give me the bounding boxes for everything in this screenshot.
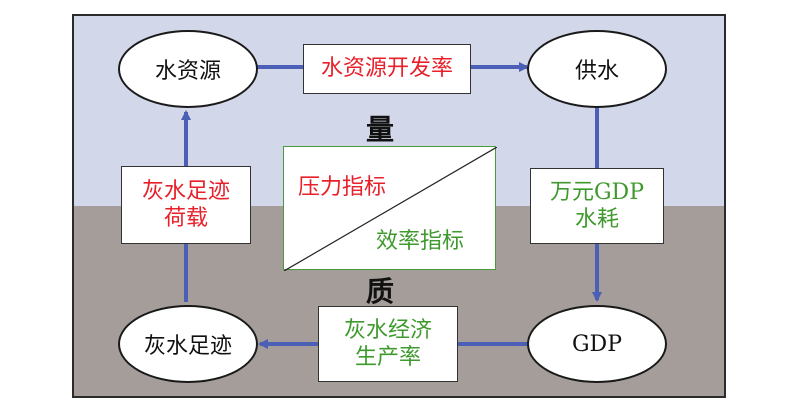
- box-development-rate-label: 水资源开发率: [320, 56, 453, 82]
- legend-divider: [284, 147, 497, 271]
- box-load: 灰水足迹 荷载: [121, 166, 251, 244]
- node-water-resources: 水资源: [118, 30, 258, 108]
- indicator-legend: 压力指标 效率指标: [283, 146, 497, 271]
- box-production-line1: 灰水经济: [343, 317, 432, 343]
- box-production-line2: 生产率: [354, 345, 421, 370]
- legend-efficiency-label: 效率指标: [376, 229, 465, 254]
- node-water-supply-label: 供水: [574, 59, 619, 84]
- box-water-use-line2: 水耗: [574, 207, 619, 232]
- region-quality-label: 质: [366, 275, 395, 308]
- box-development-rate: 水资源开发率: [303, 44, 471, 94]
- node-gdp: GDP: [527, 305, 667, 383]
- box-water-use-line1: 万元GDP: [549, 179, 645, 205]
- legend-pressure-label: 压力指标: [298, 175, 387, 200]
- box-load-line2: 荷载: [163, 206, 208, 231]
- node-water-supply: 供水: [527, 30, 667, 108]
- box-water-use: 万元GDP 水耗: [530, 168, 664, 244]
- region-quantity-label: 量: [366, 113, 395, 146]
- node-water-resources-label: 水资源: [154, 59, 221, 84]
- box-production-rate: 灰水经济 生产率: [318, 306, 458, 382]
- box-load-line1: 灰水足迹: [141, 178, 230, 204]
- node-grey-water-label: 灰水足迹: [143, 334, 232, 359]
- node-gdp-label: GDP: [571, 331, 622, 357]
- node-grey-water: 灰水足迹: [118, 305, 258, 383]
